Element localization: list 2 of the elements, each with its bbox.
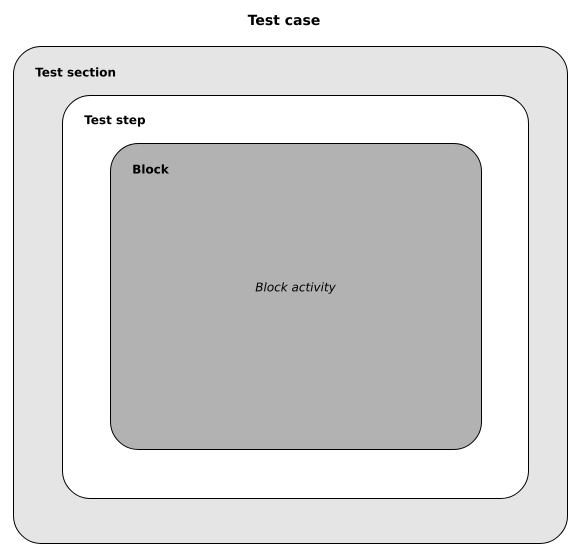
block-box: Block Block activity bbox=[110, 143, 482, 450]
title: Test case bbox=[248, 14, 320, 26]
